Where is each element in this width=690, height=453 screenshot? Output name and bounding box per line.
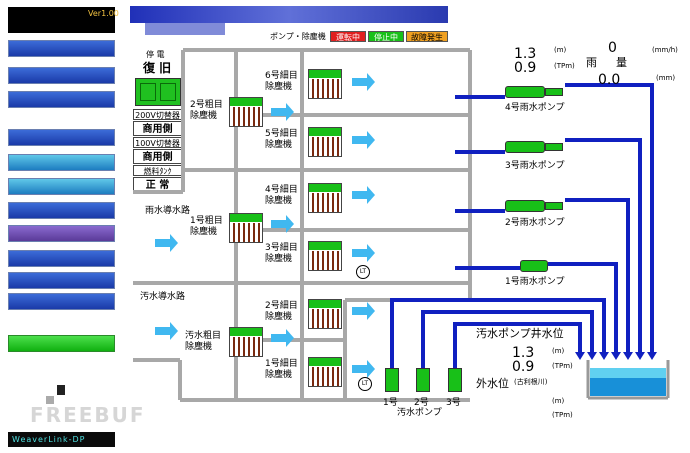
sewage-pump-icon[interactable] [385, 368, 399, 392]
sewage-well-value-2: 0.9 [512, 359, 535, 375]
flow-arrows [155, 73, 375, 378]
coarse-screen-label: 汚水粗目 除塵機 [185, 331, 222, 352]
sewage-pump-label: 1号 [383, 398, 398, 408]
power-row-4: 商用側 [133, 149, 182, 164]
rain-title-b: 量 [616, 56, 627, 69]
outside-level-river: (古利根川) [514, 378, 548, 386]
sewage-well-unit-2: (TPm) [552, 362, 573, 370]
outside-level-unit-1: (m) [552, 397, 565, 405]
sewage-inlet-label: 汚水導水路 [140, 292, 186, 302]
sewage-pump-icon[interactable] [416, 368, 430, 392]
sewage-pump-icon[interactable] [448, 368, 462, 392]
pipe-arrowheads [575, 352, 657, 360]
nav-button-2[interactable] [8, 67, 115, 84]
version-label: Ver1.00 [88, 9, 119, 18]
coarse-screen-icon [229, 213, 263, 243]
fine-screen-icon [308, 69, 342, 99]
rain-inlet-label: 雨水導水路 [145, 206, 191, 216]
rain-value-2: 0.9 [514, 60, 537, 76]
outage-label: 停 電 [146, 50, 165, 59]
rain-pump-icon[interactable] [505, 139, 563, 153]
nav-button-10[interactable] [8, 272, 115, 289]
rain-pump-label: 4号雨水ポンプ [505, 103, 565, 113]
nav-button-6[interactable] [8, 178, 115, 195]
fine-screen-label: 3号細目 除塵機 [265, 243, 298, 264]
nav-button-3[interactable] [8, 91, 115, 108]
rain-value-1: 1.3 [514, 46, 537, 62]
fine-screen-icon [308, 241, 342, 271]
fine-screen-label: 1号細目 除塵機 [265, 359, 298, 380]
level-sensor-icon: LT [356, 265, 370, 279]
nav-button-11[interactable] [8, 293, 115, 310]
sewage-discharge-pipes [390, 298, 606, 370]
fine-screen-icon [308, 183, 342, 213]
sewage-well-unit-1: (m) [552, 347, 565, 355]
rain-pump-label: 2号雨水ポンプ [505, 218, 565, 228]
legend-item-1: 運転中 [330, 31, 366, 42]
watermark-logo: FREEBUF [30, 403, 146, 427]
sewage-pump-label: 2号 [414, 398, 429, 408]
level-sensor-icon: LT [358, 377, 372, 391]
rain-discharge-pipes [455, 83, 654, 355]
status-indicator [57, 385, 65, 395]
rain-pump-label: 3号雨水ポンプ [505, 161, 565, 171]
rain-pump-icon[interactable] [505, 198, 563, 212]
page-title-bar [130, 6, 448, 23]
rain-unit-2: (TPm) [554, 62, 575, 70]
fine-screen-icon [308, 127, 342, 157]
rain-value-4: 0.0 [598, 72, 621, 88]
legend-item-3: 故障発生 [406, 31, 448, 42]
rain-value-3: 0 [608, 40, 617, 56]
nav-button-4[interactable] [8, 129, 115, 146]
fine-screen-label: 5号細目 除塵機 [265, 129, 298, 150]
brand-label: WeaverLink-DP [12, 435, 86, 444]
nav-button-7[interactable] [8, 202, 115, 219]
outside-level-unit-2: (TPm) [552, 411, 573, 419]
sewage-well-title: 汚水ポンプ井水位 [476, 327, 564, 340]
outside-level-title: 外水位 [476, 377, 509, 390]
sewage-pump-title: 汚水ポンプ [397, 408, 442, 418]
sewage-well-value-1: 1.3 [512, 345, 535, 361]
nav-button-12[interactable] [8, 335, 115, 352]
version-badge [8, 7, 115, 33]
generator-icon [135, 78, 181, 106]
nav-button-5[interactable] [8, 154, 115, 171]
sewage-pump-label: 3号 [446, 398, 461, 408]
rain-unit-1: (m) [554, 46, 567, 54]
nav-button-8[interactable] [8, 225, 115, 242]
nav-button-1[interactable] [8, 40, 115, 57]
nav-button-9[interactable] [8, 250, 115, 267]
legend-item-2: 停止中 [368, 31, 404, 42]
rain-gauge-readout: 1.3 (m) 0.9 (TPm) 雨 0 量 (mm/h) 0.0 (mm) [510, 40, 685, 92]
rain-unit-3: (mm/h) [652, 46, 678, 54]
subtitle-bar [145, 23, 225, 35]
discharge-basin [586, 360, 670, 400]
rain-pump-icon[interactable] [505, 84, 563, 98]
outside-level-readout: 外水位 (古利根川) (m) (TPm) [476, 375, 586, 425]
status-indicator-2 [46, 396, 54, 404]
fine-screen-label: 6号細目 除塵機 [265, 71, 298, 92]
legend-title: ポンプ・除塵機 [270, 32, 326, 41]
brand-bar [8, 432, 115, 447]
coarse-screen-label: 2号粗目 除塵機 [190, 100, 223, 121]
fine-screen-label: 4号細目 除塵機 [265, 185, 298, 206]
fine-screen-icon [308, 299, 342, 329]
coarse-screen-label: 1号粗目 除塵機 [190, 216, 223, 237]
restore-label: 復 旧 [143, 61, 172, 75]
fine-screen-icon [308, 357, 342, 387]
rain-pump-label: 1号雨水ポンプ [505, 277, 565, 287]
fine-screen-label: 2号細目 除塵機 [265, 301, 298, 322]
coarse-screen-icon [229, 327, 263, 357]
coarse-screen-icon [229, 97, 263, 127]
sewage-well-readout: 汚水ポンプ井水位 1.3 (m) 0.9 (TPm) [476, 325, 596, 380]
rain-unit-4: (mm) [656, 74, 676, 82]
channel-walls [133, 48, 472, 402]
rain-title-a: 雨 [586, 56, 597, 69]
rain-pump-icon[interactable] [520, 258, 548, 272]
